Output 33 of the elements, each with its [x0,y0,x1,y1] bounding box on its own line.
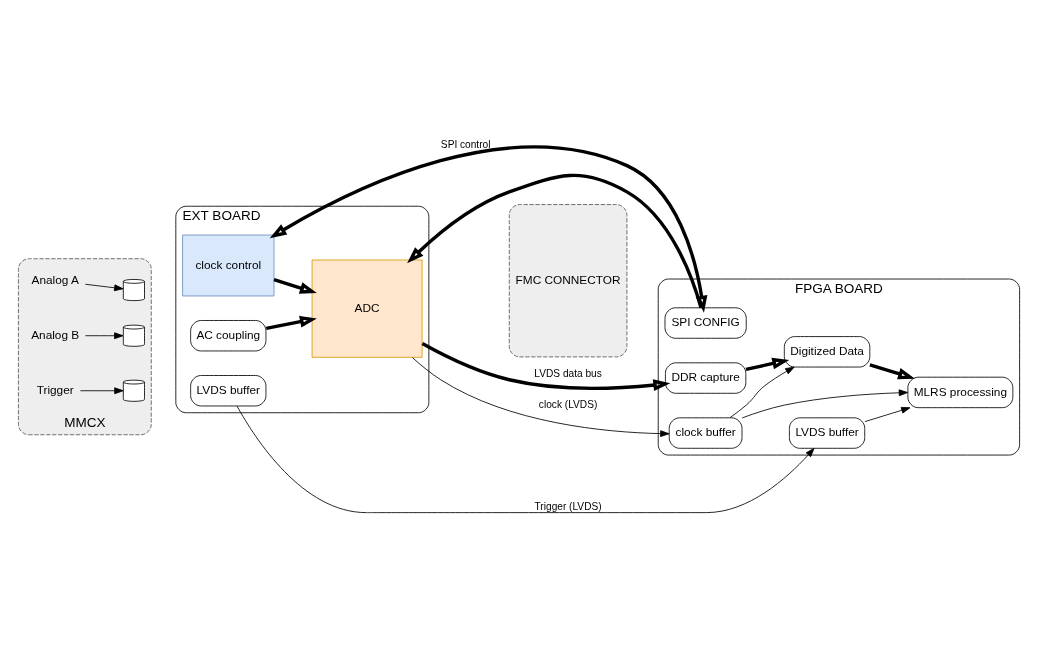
arrow [407,173,703,309]
edge-label: LVDS data bus [534,367,602,379]
arrow [412,357,670,437]
arrow [729,366,795,418]
arrow [741,389,909,419]
node-box: ADC [311,259,423,358]
arrow [236,405,815,514]
node-box: DDR capture [665,362,747,394]
edge-label: SPI control [440,138,491,150]
node-text: Analog B [31,327,80,342]
arrow [84,283,124,292]
node-box: Digitized Data [783,336,871,368]
arrow [745,357,790,372]
node-box: clock buffer [668,417,743,449]
arrow [869,363,915,380]
node-box: clock control [182,234,275,297]
node-box: MLRS processing [907,376,1014,409]
node-text: Trigger [36,382,74,397]
edge-label: clock (LVDS) [538,399,598,411]
node-box: LVDS buffer [190,375,267,407]
node-box: FMC CONNECTOR [508,204,628,358]
arrow [273,278,317,294]
node-box: AC coupling [190,320,267,352]
arrow [80,387,124,395]
arrow [864,406,911,423]
arrow [84,332,124,340]
arrow [269,145,708,313]
arrow [265,315,317,331]
arrow [421,342,671,392]
node-box: LVDS buffer [788,417,866,449]
node-text: Analog A [31,272,79,287]
node-box: SPI CONFIG [664,307,747,339]
edge-label: Trigger (LVDS) [534,500,602,512]
